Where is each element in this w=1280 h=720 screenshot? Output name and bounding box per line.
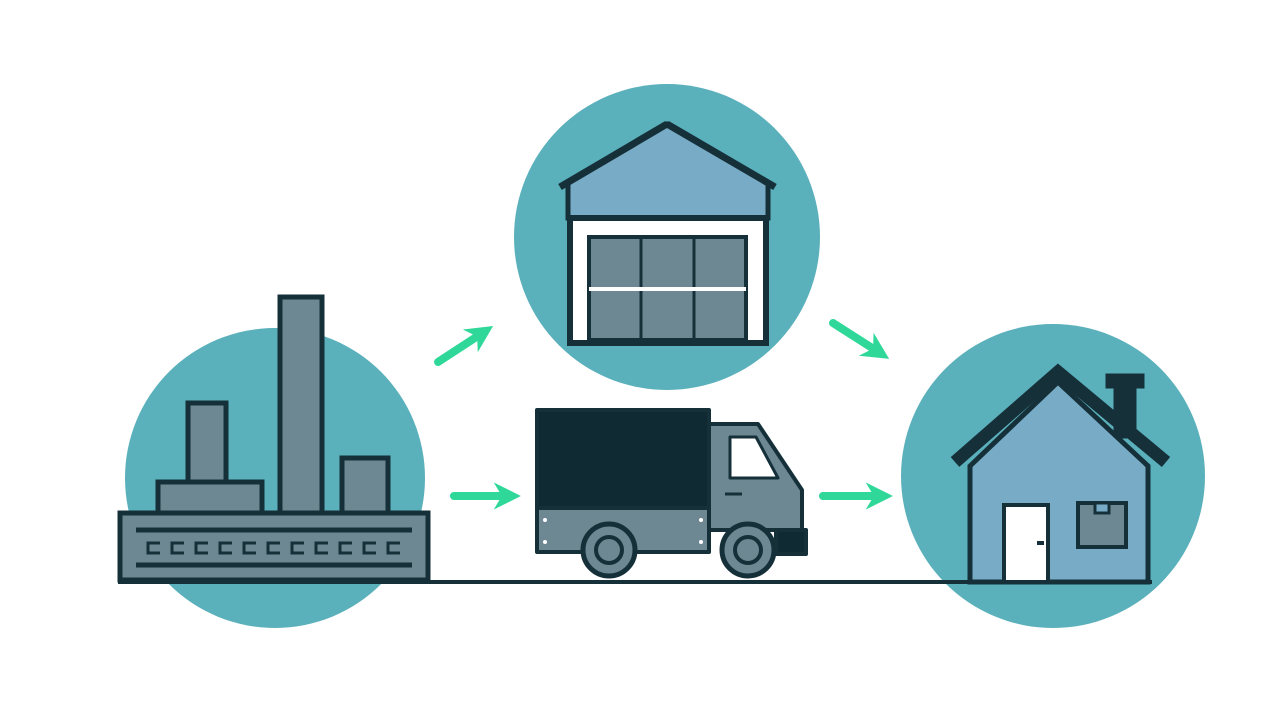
flow-arrows	[434, 319, 893, 510]
house-icon	[950, 363, 1171, 585]
warehouse-icon	[558, 120, 777, 346]
arrow-factory-to-warehouse	[434, 326, 494, 366]
arrow-warehouse-to-home	[829, 319, 890, 359]
delivery-truck-icon	[535, 408, 808, 579]
